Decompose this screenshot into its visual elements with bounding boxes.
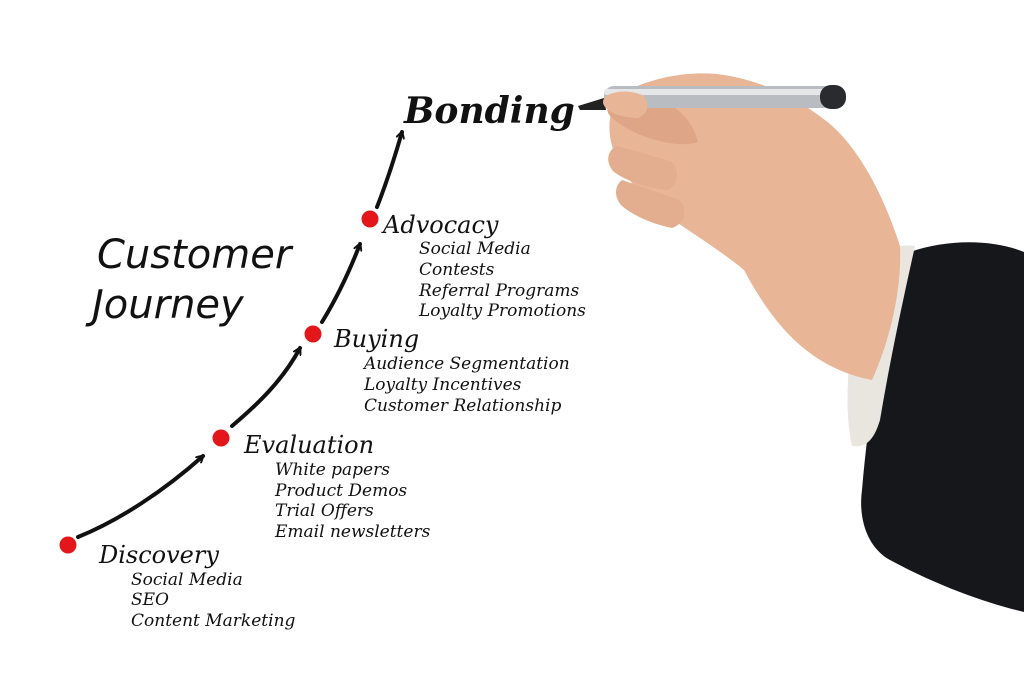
hand-finger	[608, 146, 677, 190]
stage-title: Discovery	[98, 541, 219, 569]
hand-finger	[616, 180, 685, 228]
diagram-title-line-1: Customer	[97, 232, 294, 278]
journey-arrows	[76, 130, 402, 539]
stage-item: Content Marketing	[131, 611, 296, 631]
stage-item: Loyalty Promotions	[418, 301, 586, 321]
stage-item: Social Media	[131, 570, 243, 590]
red-dot-icon	[304, 325, 322, 343]
red-dot-icon	[361, 210, 379, 228]
arrow-advocacy-to-bonding	[375, 130, 402, 209]
hand-with-pen-illustration	[578, 73, 1024, 612]
stage-discovery: Discovery Social Media SEO Content Marke…	[98, 541, 296, 631]
arrow-evaluation-to-buying	[230, 346, 302, 428]
stage-item: White papers	[275, 460, 390, 480]
stage-title: Advocacy	[381, 211, 499, 239]
hand-palm	[609, 73, 901, 381]
stage-item: Loyalty Incentives	[363, 375, 522, 395]
stage-advocacy: Advocacy Social Media Contests Referral …	[381, 211, 586, 321]
stage-title: Buying	[333, 325, 419, 353]
stage-item: Customer Relationship	[364, 396, 561, 416]
red-dot-icon	[212, 429, 230, 447]
diagram-title-line-2: Journey	[85, 282, 245, 328]
stage-item: Social Media	[419, 239, 531, 259]
stage-item: Referral Programs	[418, 281, 580, 301]
hand-thumb-tip	[603, 91, 648, 118]
red-dot-icon	[59, 536, 77, 554]
arrow-buying-to-advocacy	[320, 242, 360, 324]
stage-item: Product Demos	[274, 481, 407, 501]
stage-markers	[59, 210, 379, 554]
pen	[578, 85, 846, 110]
stage-item: Email newsletters	[274, 522, 431, 542]
goal-label: Bonding	[403, 90, 575, 132]
arrow-discovery-to-evaluation	[76, 454, 205, 539]
stage-item: Audience Segmentation	[362, 354, 570, 374]
stage-item: Contests	[419, 260, 495, 280]
stage-item: Trial Offers	[275, 501, 374, 521]
stage-item: SEO	[131, 590, 169, 610]
suit-sleeve	[861, 242, 1024, 612]
stage-buying: Buying Audience Segmentation Loyalty Inc…	[333, 325, 570, 416]
stage-title: Evaluation	[243, 431, 374, 459]
stage-evaluation: Evaluation White papers Product Demos Tr…	[243, 431, 431, 542]
